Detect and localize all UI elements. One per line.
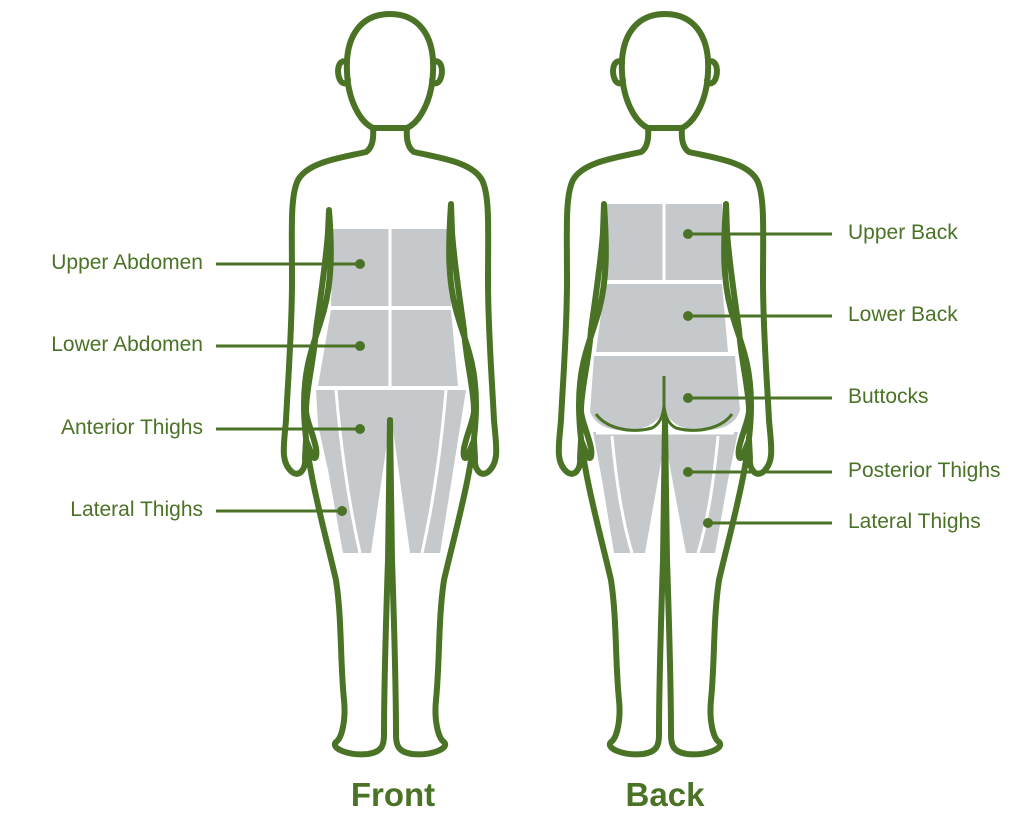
label-lateral-thighs-back: Lateral Thighs <box>848 510 981 534</box>
back-figure <box>559 14 772 754</box>
label-upper-back: Upper Back <box>848 221 958 245</box>
front-zone-lower-abdomen <box>318 310 458 386</box>
front-figure <box>284 14 497 754</box>
front-view-title: Front <box>293 776 493 814</box>
label-posterior-thighs: Posterior Thighs <box>848 459 1001 483</box>
label-upper-abdomen: Upper Abdomen <box>51 251 203 275</box>
label-anterior-thighs: Anterior Thighs <box>61 416 203 440</box>
label-buttocks: Buttocks <box>848 385 929 409</box>
back-view-title: Back <box>565 776 765 814</box>
label-lower-abdomen: Lower Abdomen <box>51 333 203 357</box>
label-lateral-thighs-front: Lateral Thighs <box>70 498 203 522</box>
label-lower-back: Lower Back <box>848 303 958 327</box>
back-zone-lower-back <box>596 284 728 352</box>
